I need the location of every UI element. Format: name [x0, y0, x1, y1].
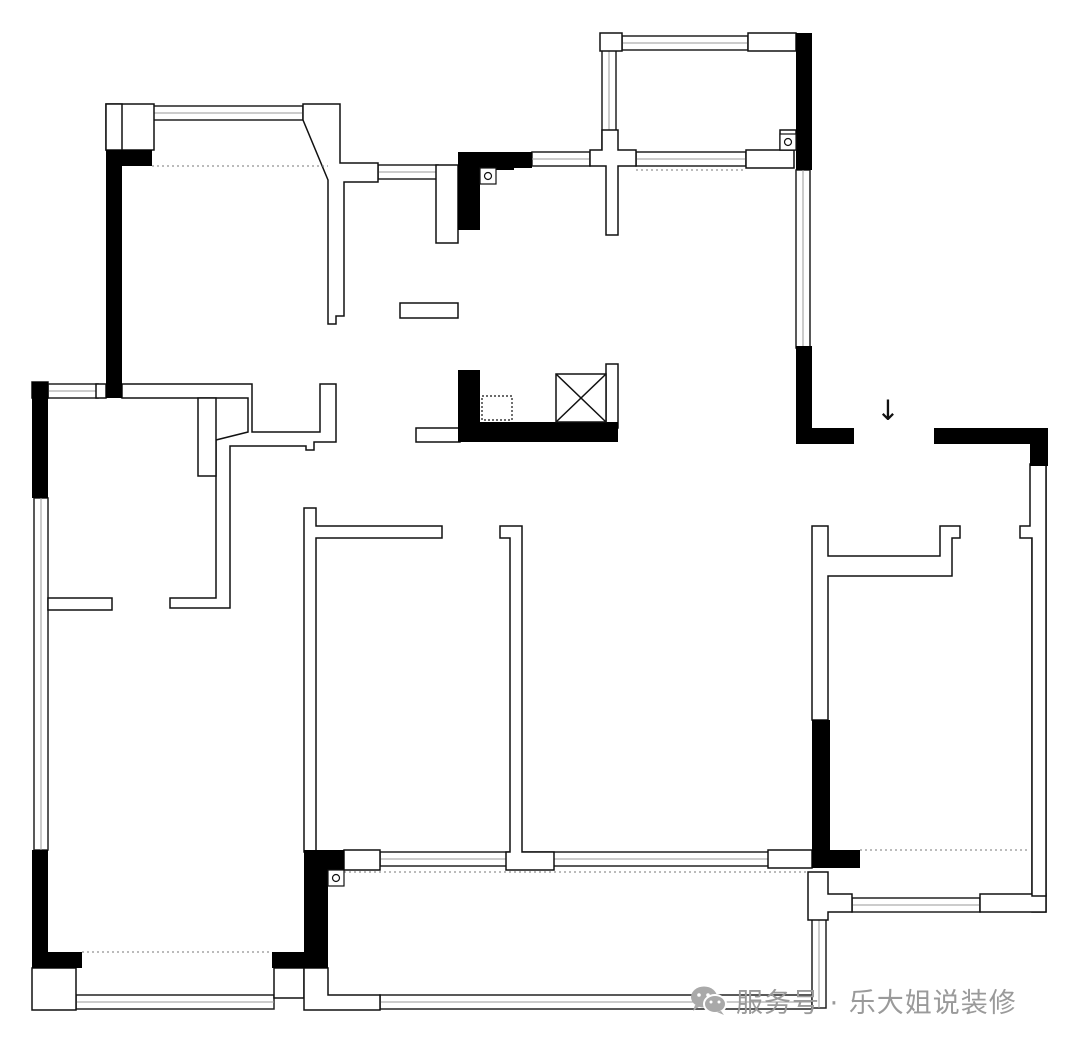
wall-balcony-corner-br	[745, 149, 795, 169]
wall-bottom-mid-corner	[303, 967, 381, 1011]
utility-box-icon	[481, 395, 513, 421]
drain-icon	[327, 869, 345, 887]
wall-center-partition	[499, 525, 555, 871]
wechat-icon	[691, 986, 727, 1015]
wall-entry-right	[934, 428, 1048, 466]
wall-right-outer-top	[1019, 463, 1047, 897]
wall-balcony-corner-tl	[599, 32, 623, 52]
wall-left-room-door-stub	[47, 597, 113, 611]
wall-central-stub	[121, 383, 337, 609]
watermark: 服务号 · 乐大姐说装修	[690, 980, 1017, 1020]
structural-walls	[32, 33, 1048, 968]
wall-bl-corner-right	[273, 967, 305, 999]
wall-right-room-left	[811, 525, 961, 721]
wall-bedroom1-left	[106, 150, 152, 398]
wall-balcony-cross	[589, 129, 637, 236]
opening-lines	[82, 165, 1030, 953]
thin-walls	[31, 32, 1047, 1011]
wall-kitchen-left-thin	[435, 164, 459, 244]
shaft-icon	[555, 373, 607, 423]
wall-entry-left	[796, 346, 854, 444]
wall-kitchen-bottom	[458, 370, 618, 442]
wall-hall-ledge	[399, 302, 459, 319]
wall-center-room-left	[303, 507, 443, 853]
wall-shaft	[605, 363, 619, 429]
wall-right-room-corner	[979, 893, 1047, 913]
wall-left-stub	[415, 427, 461, 443]
wall-balcony-right	[796, 33, 812, 170]
drain-icon	[779, 133, 797, 151]
wall-left-outer-bottom	[32, 850, 82, 968]
watermark-text: 服务号 · 乐大姐说装修	[736, 987, 1017, 1019]
wall-bathroom-left-inner	[197, 397, 217, 477]
wall-right-room-solid	[812, 720, 860, 868]
wall-bl-corner-left	[31, 967, 77, 1011]
wall-left-window-mullion	[95, 383, 107, 399]
drain-icon	[479, 167, 497, 185]
wall-balcony-right-block	[767, 849, 813, 869]
wall-kitchen-top	[458, 152, 514, 230]
wall-right-bottom-stub	[807, 871, 853, 921]
wall-bedroom1-right	[302, 103, 379, 325]
wall-mid-bottom	[272, 850, 344, 968]
wall-balcony-corner-tr	[747, 32, 797, 52]
wall-mid-balcony-block	[343, 849, 381, 871]
wall-left-outer-top	[32, 382, 48, 498]
entrance-arrow: ↓	[876, 394, 899, 427]
